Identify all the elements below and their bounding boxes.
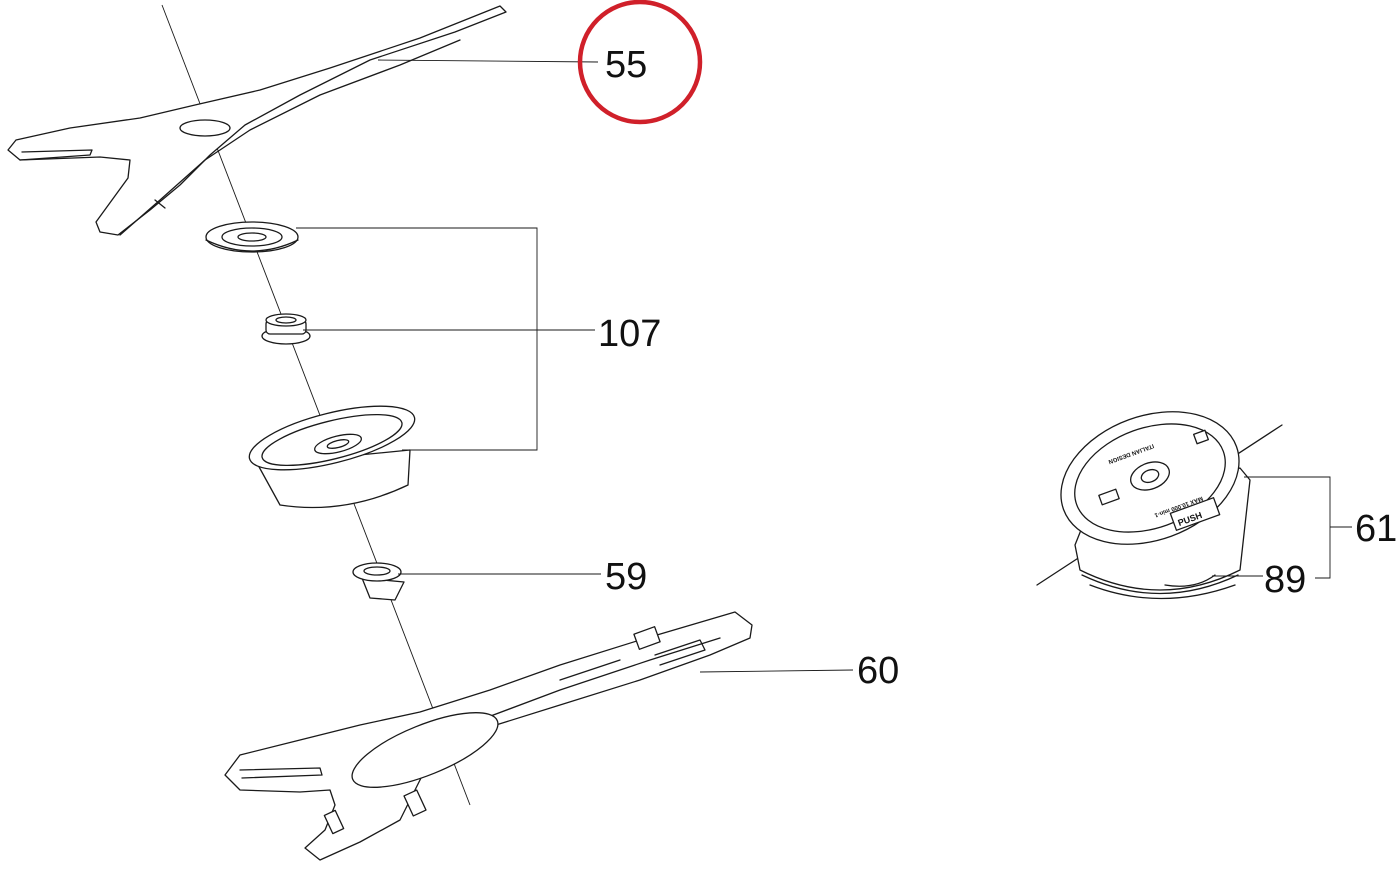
- callout-60: 60: [857, 650, 899, 692]
- callout-61: 61: [1355, 508, 1397, 550]
- part-107-washer[interactable]: [205, 221, 299, 253]
- callout-59: 59: [605, 556, 647, 598]
- part-107-cup[interactable]: [243, 393, 420, 509]
- callout-55: 55: [605, 44, 647, 86]
- part-55-upper-blade[interactable]: [7, 5, 507, 236]
- part-60-lower-blade[interactable]: [224, 611, 753, 861]
- highlight-circle: [577, 0, 703, 125]
- part-59-nut[interactable]: [352, 562, 405, 601]
- leader-lines: [296, 59, 1352, 673]
- part-61-trimmer-head[interactable]: PUSH ITALIAN DESIGN MAX 10.000 min-1: [1036, 388, 1283, 600]
- part-107-bushing[interactable]: [261, 313, 311, 345]
- callout-107: 107: [598, 313, 661, 355]
- callout-89: 89: [1264, 559, 1306, 601]
